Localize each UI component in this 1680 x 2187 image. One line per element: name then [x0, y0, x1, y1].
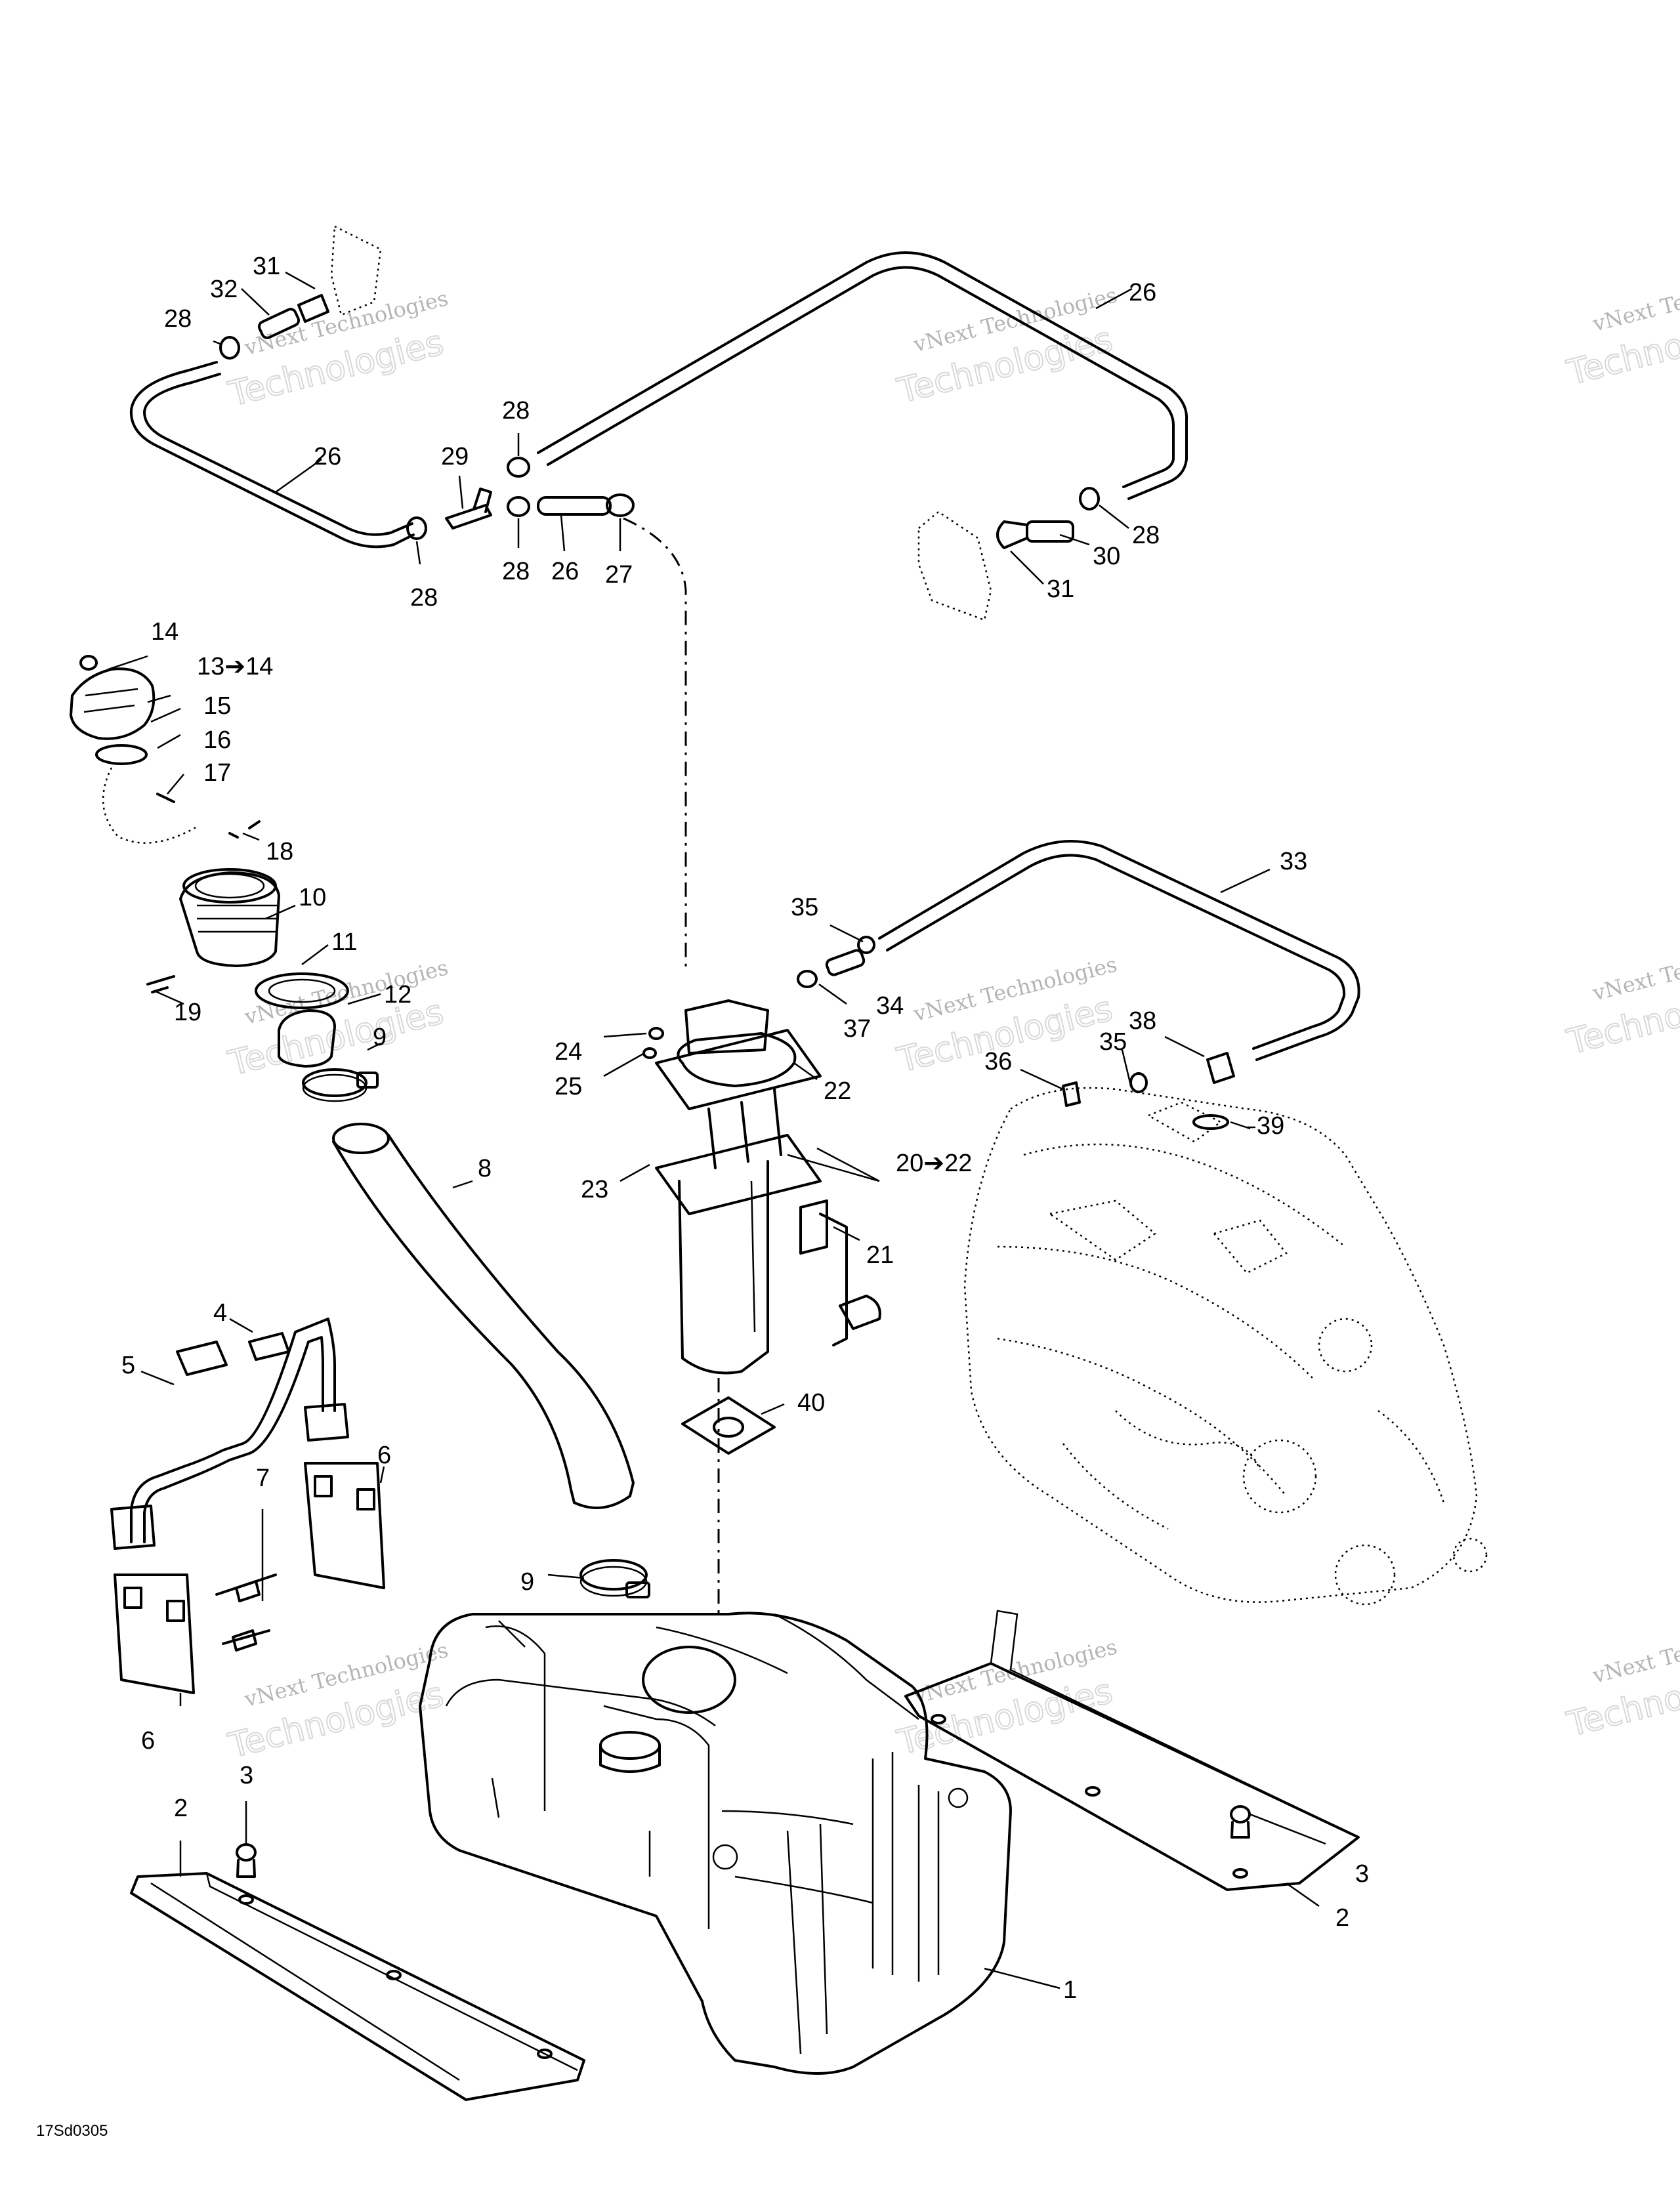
callout-15: 15 [203, 692, 231, 720]
callout-3: 3 [1355, 1860, 1369, 1888]
clamp-9-upper [302, 1068, 379, 1102]
watermarks: vNext Technologies Technologies vNext Te… [224, 282, 1680, 1766]
callout-14: 14 [151, 618, 178, 646]
callout-37: 37 [843, 1015, 871, 1043]
callout-6: 6 [141, 1727, 155, 1755]
clamp-27 [606, 493, 635, 517]
callout-26: 26 [551, 558, 579, 585]
filler-hose-8 [332, 1123, 635, 1509]
callout-39: 39 [1257, 1112, 1284, 1140]
vent-hose-33 [878, 840, 1360, 1130]
callout-32: 32 [210, 276, 238, 303]
callout-34: 34 [876, 992, 904, 1020]
callout-28: 28 [502, 558, 530, 585]
callout-9: 9 [373, 1024, 387, 1051]
vent-valve-right [917, 510, 1074, 621]
callout-19: 19 [174, 999, 201, 1026]
callout-28: 28 [410, 584, 438, 612]
callout-25: 25 [555, 1073, 582, 1100]
mount-plates [114, 1462, 385, 1694]
drawing-code: 17Sd0305 [36, 2122, 108, 2140]
callout-2: 2 [1335, 1904, 1349, 1932]
callout-18: 18 [266, 838, 293, 865]
callout-28: 28 [164, 305, 192, 333]
watermark: vNext Technologies Technologies [224, 955, 451, 1084]
callout-11: 11 [331, 928, 357, 956]
t-fitting-29 [445, 488, 492, 530]
callout-20: 20➔22 [896, 1150, 972, 1177]
callout-3: 3 [240, 1762, 253, 1789]
callouts: 1 2 2 3 3 4 5 6 6 7 8 9 9 10 11 12 13➔14… [121, 253, 1369, 2004]
watermark-outline: Techno [1563, 1678, 1680, 1745]
callout-2: 2 [174, 1795, 188, 1822]
callout-8: 8 [478, 1155, 492, 1182]
grommet-40 [681, 1396, 776, 1455]
watermark-outline: Techno [1563, 326, 1680, 393]
callout-26: 26 [314, 443, 341, 470]
callout-30: 30 [1093, 543, 1120, 570]
callout-10: 10 [299, 884, 326, 911]
callout-17: 17 [203, 759, 231, 787]
callout-4: 4 [213, 1299, 227, 1327]
bracket-right [904, 1610, 1360, 1891]
callout-6: 6 [377, 1442, 391, 1469]
callout-27: 27 [605, 561, 633, 589]
callout-16: 16 [203, 726, 231, 754]
callout-31: 31 [253, 253, 280, 280]
callout-33: 33 [1280, 848, 1307, 875]
callout-5: 5 [121, 1352, 135, 1379]
watermark: vNext Te Techno [1563, 289, 1680, 394]
callout-28: 28 [1132, 522, 1160, 549]
callout-36: 36 [984, 1048, 1012, 1075]
leader-lines [108, 271, 1326, 1989]
filler-cap-assembly [70, 655, 349, 1068]
fuel-tank [419, 1612, 1012, 2075]
vent-hose-short [537, 496, 612, 516]
callout-22: 22 [824, 1077, 851, 1105]
clamps-28 [219, 336, 1100, 540]
callout-31: 31 [1047, 575, 1074, 603]
bracket-left [130, 1843, 585, 2101]
straps [110, 1318, 349, 1550]
routing-dashline [623, 517, 687, 971]
callout-9: 9 [520, 1568, 534, 1596]
clamp-9-lower [579, 1559, 650, 1598]
callout-40: 40 [797, 1389, 825, 1417]
vent-valve-left [257, 225, 382, 339]
engine-block [963, 1087, 1488, 1606]
callout-28: 28 [502, 397, 530, 425]
callout-29: 29 [441, 443, 469, 470]
callout-7: 7 [256, 1465, 270, 1492]
callout-12: 12 [384, 981, 411, 1009]
watermark: vNext Technologies Technologies [892, 1634, 1120, 1763]
callout-35: 35 [1099, 1028, 1127, 1056]
callout-26: 26 [1129, 279, 1156, 306]
watermark: vNext Technologies Technologies [224, 1637, 451, 1766]
vent-hose-left [129, 361, 415, 549]
callout-21: 21 [866, 1241, 894, 1269]
callout-38: 38 [1129, 1007, 1156, 1035]
callout-1: 1 [1063, 1976, 1077, 2004]
vent-hose-top [537, 251, 1188, 500]
callout-23: 23 [581, 1176, 608, 1203]
callout-13: 13➔14 [197, 653, 273, 680]
watermark: vNext Technologies Technologies [224, 285, 451, 415]
watermark: vNext Te Techno [1563, 959, 1680, 1063]
watermark: vNext Te Techno [1563, 1641, 1680, 1745]
watermark-outline: Techno [1563, 995, 1680, 1062]
fuel-pump-module [642, 936, 881, 1375]
callout-24: 24 [555, 1038, 582, 1066]
callout-35: 35 [791, 894, 818, 921]
